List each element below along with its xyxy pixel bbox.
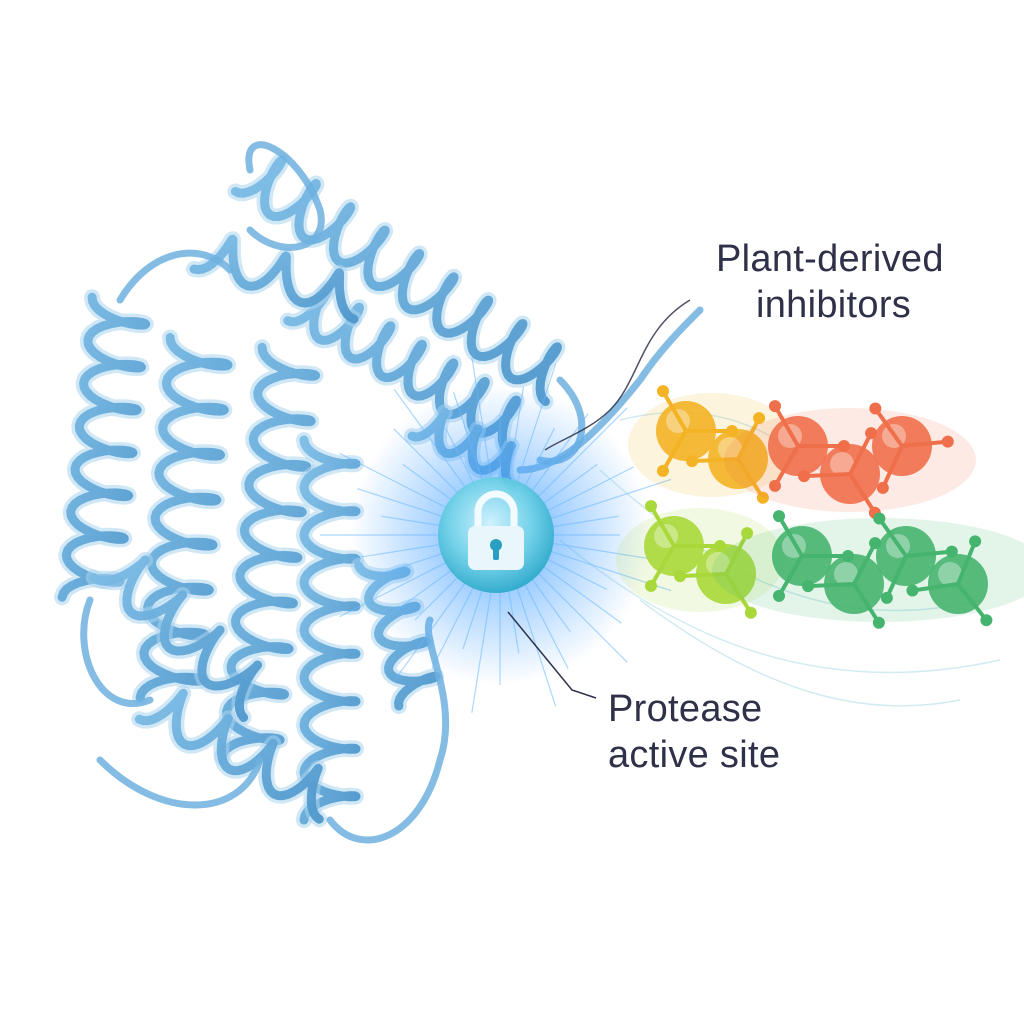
lock-icon (438, 477, 554, 593)
helix (230, 155, 562, 406)
glow-ray (511, 572, 557, 707)
glow-ray (393, 567, 477, 681)
glow-ray (527, 407, 628, 508)
glow-ray (511, 363, 557, 498)
protease-protein-ribbon (54, 141, 704, 844)
inhibitors-label: Plant-derived inhibitors (716, 236, 976, 328)
glow-ray (532, 558, 622, 624)
helix (135, 333, 233, 702)
helix (299, 435, 361, 825)
glow-ray (339, 452, 465, 518)
protein-loop (116, 249, 234, 304)
active-site-label: Protease active site (608, 686, 848, 778)
helix (57, 292, 151, 602)
plant-derived-inhibitor-molecules (616, 385, 1024, 629)
active-site-label-line-1: Protease (608, 688, 763, 730)
glow-ray (535, 466, 634, 518)
glow-ray (517, 570, 569, 669)
glow-ray (471, 574, 495, 713)
active-site-leader-line (507, 611, 597, 699)
molecule-yellow (628, 385, 796, 504)
protein-loop (80, 596, 154, 707)
inhibitors-label-line-1: Plant-derived (716, 238, 944, 280)
glow-ray (539, 540, 649, 560)
glow-ray (339, 552, 465, 618)
glow-ray (471, 357, 495, 496)
molecule-green (712, 510, 1024, 629)
inhibitors-label-line-2: inhibitors (756, 284, 912, 326)
helix (189, 234, 359, 324)
protein-loop (245, 141, 325, 251)
helix (217, 342, 321, 762)
molecule-orange (724, 400, 976, 519)
inhibitors-leader-line (544, 299, 691, 451)
helix (134, 688, 324, 824)
molecule-lime (616, 500, 784, 619)
glow-ray (537, 478, 672, 524)
protein-loop (96, 756, 264, 809)
glow-ray (523, 413, 589, 503)
glow-ray (505, 386, 525, 496)
glow-ray (527, 562, 628, 663)
glow-ray (393, 389, 477, 503)
helix (89, 555, 263, 722)
active-site-label-line-2: active site (608, 734, 781, 776)
